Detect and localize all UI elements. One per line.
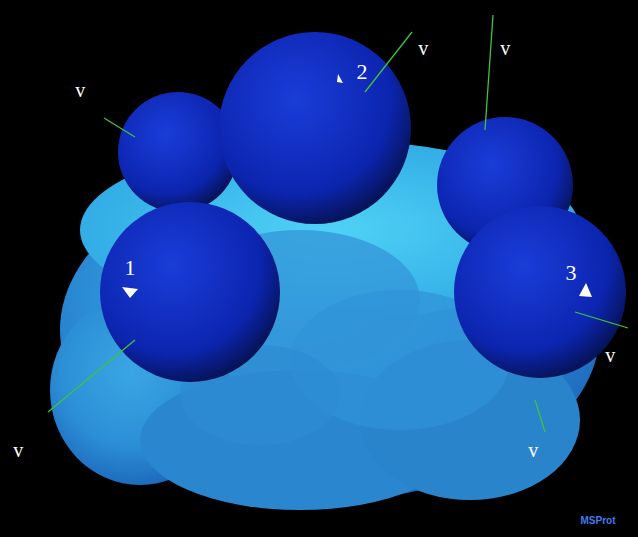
vector-label: v⃗	[13, 440, 39, 460]
atom-marker	[122, 287, 138, 298]
watermark: MSProt	[581, 516, 616, 526]
vector-label: v⃗	[500, 38, 526, 58]
atom-sphere	[100, 202, 280, 382]
callout-number: 2	[357, 61, 368, 83]
atom-marker	[337, 74, 343, 83]
vector-label: v⃗	[528, 440, 554, 460]
vector-lines	[48, 15, 628, 432]
callout-number: 3	[566, 262, 577, 284]
callout-number: 1	[125, 257, 136, 279]
vector-label: v⃗	[418, 38, 444, 58]
atom-marker	[579, 283, 592, 297]
vector-label: v⃗	[75, 80, 101, 100]
atom-sphere	[454, 206, 626, 378]
atom-sphere	[219, 32, 411, 224]
atom-sphere	[118, 92, 238, 212]
vector-label: v⃗	[605, 345, 631, 365]
